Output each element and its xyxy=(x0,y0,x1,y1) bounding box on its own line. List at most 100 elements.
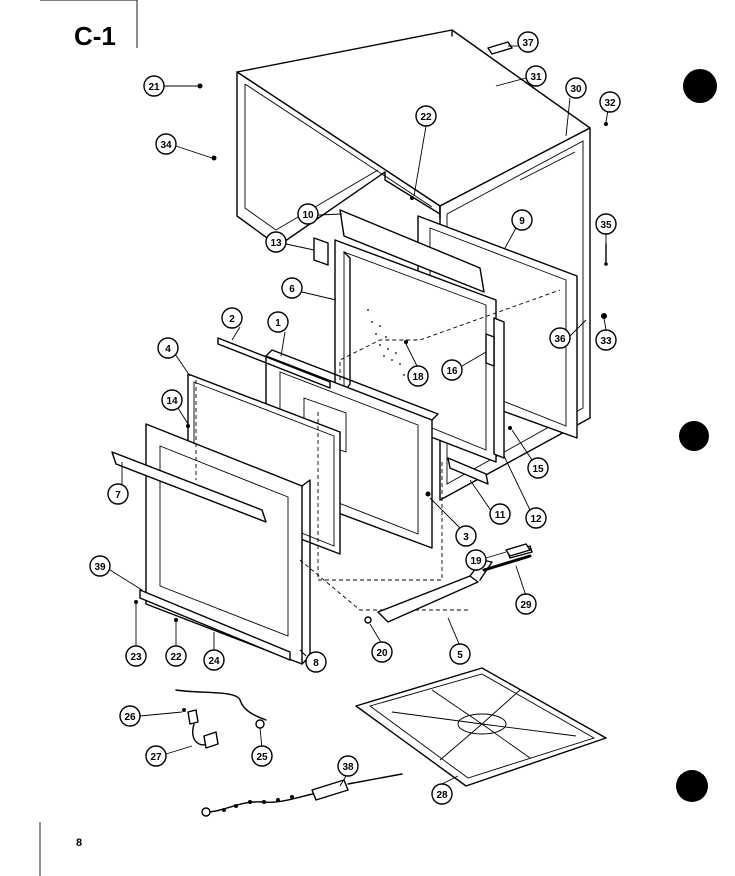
callout: 23 xyxy=(125,604,147,667)
svg-text:7: 7 xyxy=(115,490,121,501)
callout: 18 xyxy=(405,343,429,387)
svg-text:1: 1 xyxy=(275,318,281,329)
rail-part-12 xyxy=(493,317,505,459)
knob-part-19 xyxy=(505,543,531,557)
callout: 12 xyxy=(503,455,547,529)
callout-list: 1 2 3 4 5 6 7 8 9 10 11 12 13 14 15 16 1… xyxy=(89,31,621,805)
callout: 35 xyxy=(595,213,617,244)
svg-text:39: 39 xyxy=(94,562,106,573)
svg-text:37: 37 xyxy=(522,38,534,49)
svg-text:9: 9 xyxy=(519,216,525,227)
callout: 36 xyxy=(549,319,587,349)
part-16 xyxy=(485,333,495,367)
svg-text:25: 25 xyxy=(256,752,268,763)
svg-text:30: 30 xyxy=(570,84,582,95)
strip-part-10 xyxy=(339,209,485,293)
callout: 38 xyxy=(337,755,359,787)
callout: 10 xyxy=(297,203,343,225)
label-plate-part-37 xyxy=(487,41,513,55)
callout: 19 xyxy=(465,549,507,571)
callout: 29 xyxy=(515,565,537,615)
callout: 21 xyxy=(143,75,198,97)
svg-text:24: 24 xyxy=(208,656,220,667)
callout: 7 xyxy=(107,462,129,505)
assembly-lines xyxy=(195,289,561,611)
svg-text:27: 27 xyxy=(150,752,162,763)
callout: 22 xyxy=(413,105,437,197)
svg-text:14: 14 xyxy=(166,396,178,407)
svg-text:23: 23 xyxy=(130,652,142,663)
svg-text:31: 31 xyxy=(530,72,542,83)
callout: 30 xyxy=(565,77,587,137)
hinge-assembly xyxy=(364,545,533,624)
svg-text:11: 11 xyxy=(495,510,506,521)
bar-part-11 xyxy=(447,457,489,485)
callout: 24 xyxy=(203,632,225,671)
hardware-screws xyxy=(134,83,608,712)
svg-text:15: 15 xyxy=(532,464,544,475)
svg-text:36: 36 xyxy=(554,334,566,345)
drip-tray xyxy=(355,667,607,787)
callout: 5 xyxy=(447,617,471,665)
svg-text:16: 16 xyxy=(446,366,458,377)
svg-text:4: 4 xyxy=(165,344,171,355)
svg-text:21: 21 xyxy=(148,82,160,93)
svg-text:22: 22 xyxy=(420,112,432,123)
bottom-trim-part-24 xyxy=(139,589,291,661)
binder-hole-bottom xyxy=(676,770,708,802)
callout: 20 xyxy=(369,623,393,663)
binder-hole-top xyxy=(683,69,717,103)
binder-hole-middle xyxy=(679,421,709,451)
trim-part-2 xyxy=(217,337,331,389)
handle-part-7 xyxy=(111,451,267,523)
svg-text:6: 6 xyxy=(289,284,295,295)
svg-text:5: 5 xyxy=(457,650,463,661)
callout: 1 xyxy=(267,311,289,357)
callout: 2 xyxy=(221,307,243,341)
callout: 37 xyxy=(508,31,539,53)
callout: 31 xyxy=(495,65,547,87)
callout: 3 xyxy=(429,497,477,547)
svg-text:38: 38 xyxy=(342,762,354,773)
page-corner-mark xyxy=(40,0,138,48)
svg-text:22: 22 xyxy=(170,652,182,663)
callout: 4 xyxy=(157,337,191,377)
svg-text:18: 18 xyxy=(412,372,424,383)
callout: 28 xyxy=(431,775,459,805)
svg-text:35: 35 xyxy=(600,220,612,231)
callout: 9 xyxy=(504,209,533,249)
callout: 22 xyxy=(165,620,187,667)
page-title: C-1 xyxy=(74,21,116,51)
svg-text:29: 29 xyxy=(520,600,532,611)
svg-text:20: 20 xyxy=(376,648,388,659)
callout: 25 xyxy=(251,727,273,767)
svg-text:10: 10 xyxy=(302,210,314,221)
svg-text:26: 26 xyxy=(124,712,136,723)
svg-text:34: 34 xyxy=(160,140,172,151)
callout: 6 xyxy=(281,277,337,301)
callout: 27 xyxy=(145,745,193,767)
callout: 8 xyxy=(299,649,327,673)
callout: 15 xyxy=(511,429,549,479)
svg-text:19: 19 xyxy=(470,556,482,567)
callout: 34 xyxy=(155,133,213,159)
callout: 13 xyxy=(265,231,315,253)
callout: 14 xyxy=(161,389,189,425)
callout: 39 xyxy=(89,555,143,591)
callout: 26 xyxy=(119,705,183,727)
svg-text:8: 8 xyxy=(313,658,319,669)
inner-frame-perforations xyxy=(367,309,405,376)
svg-text:32: 32 xyxy=(604,98,616,109)
callout: 16 xyxy=(441,351,487,381)
svg-text:28: 28 xyxy=(436,790,448,801)
callout: 32 xyxy=(599,91,621,123)
svg-text:2: 2 xyxy=(229,314,235,325)
page-number: 8 xyxy=(76,837,82,849)
temperature-probe xyxy=(201,773,403,817)
callout: 33 xyxy=(595,317,617,351)
wiring-harness xyxy=(175,689,267,749)
svg-text:13: 13 xyxy=(270,238,282,249)
callout: 11 xyxy=(469,479,511,525)
svg-text:3: 3 xyxy=(463,532,469,543)
